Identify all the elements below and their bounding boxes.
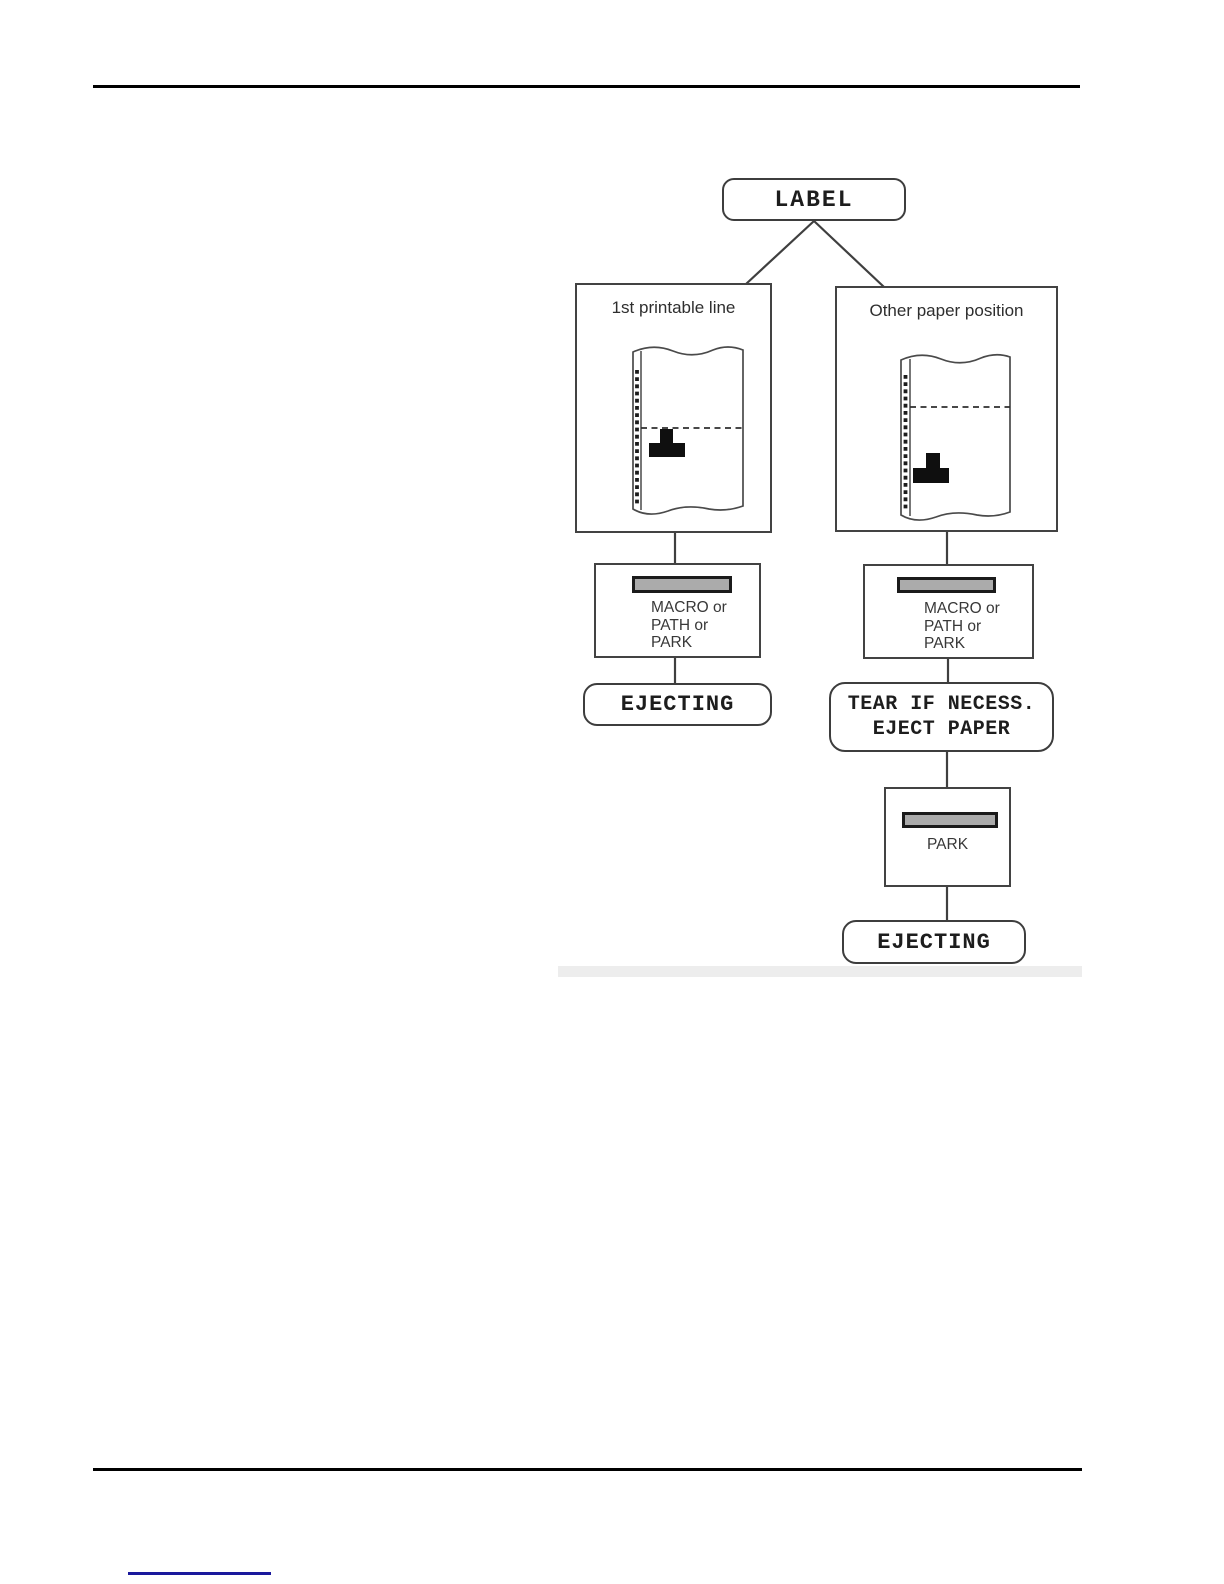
terminal-ejecting-right: EJECTING (842, 920, 1026, 964)
footnote-separator-rule (128, 1572, 271, 1575)
label-mark-icon (913, 453, 949, 483)
action-box-park: PARK (884, 787, 1011, 887)
header-rule (93, 85, 1080, 88)
terminal-label: EJECTING (620, 692, 735, 717)
root-node-label: LABEL (774, 186, 854, 213)
action-line: MACRO or (651, 599, 727, 616)
action-line: PARK (924, 635, 966, 652)
action-labels: MACRO or PATH or PARK (651, 599, 727, 652)
continuous-paper-icon (900, 353, 1011, 521)
printer-button-icon (897, 577, 996, 593)
park-button-label: PARK (926, 836, 969, 853)
branch-line-right (813, 220, 885, 288)
terminal-ejecting-left: EJECTING (583, 683, 772, 726)
scan-artifact-band (558, 966, 1082, 977)
terminal-tear-eject: TEAR IF NECESS. EJECT PAPER (829, 682, 1054, 752)
continuous-paper-icon (632, 346, 744, 515)
action-line: PARK (651, 634, 693, 651)
action-labels: MACRO or PATH or PARK (924, 600, 1000, 653)
branch-line-left (745, 220, 815, 285)
printer-button-icon (632, 576, 732, 593)
terminal-label: EJECTING (877, 929, 991, 955)
tear-line-1: TEAR IF NECESS. (847, 693, 1036, 716)
condition-title: Other paper position (869, 301, 1024, 320)
action-line: PATH or (651, 616, 709, 634)
action-box-macro-path-park-right: MACRO or PATH or PARK (863, 564, 1034, 659)
printer-button-icon (902, 812, 998, 828)
action-line: PATH or (924, 617, 982, 635)
tear-line-2: EJECT PAPER (872, 718, 1011, 741)
label-mark-icon (649, 429, 685, 457)
action-line: MACRO or (924, 600, 1000, 617)
footer-rule (93, 1468, 1082, 1471)
flowchart-root-node: LABEL (722, 178, 906, 221)
action-box-macro-path-park-left: MACRO or PATH or PARK (594, 563, 761, 658)
condition-title: 1st printable line (611, 298, 736, 317)
